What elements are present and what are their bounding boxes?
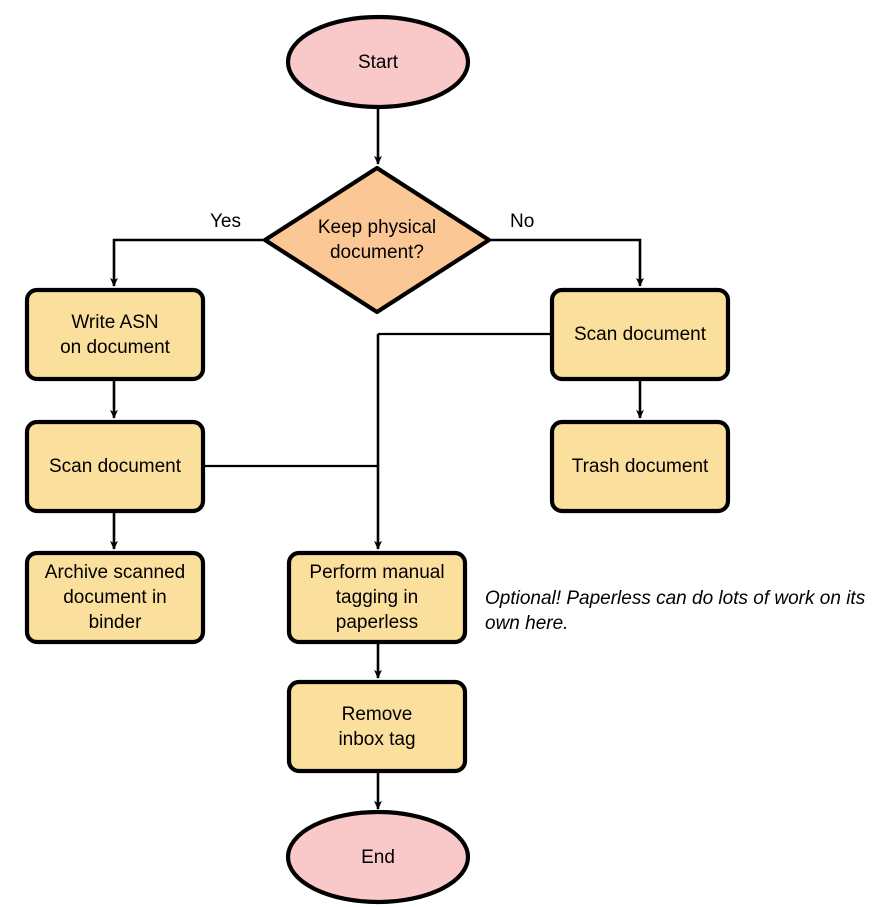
- node-trash-document[interactable]: [549, 419, 731, 514]
- edge-label-yes: Yes: [210, 211, 241, 232]
- node-start[interactable]: [285, 14, 471, 110]
- connectors: [110, 107, 644, 810]
- node-scan-document-right[interactable]: [549, 287, 731, 382]
- node-end[interactable]: [285, 809, 471, 905]
- node-archive-scanned-document-in-binder[interactable]: [24, 550, 206, 645]
- edge-label-no: No: [510, 211, 535, 232]
- node-write-asn-on-document[interactable]: [24, 287, 206, 382]
- node-keep-physical-document[interactable]: [262, 165, 492, 315]
- node-perform-manual-tagging-in-paperless[interactable]: [286, 550, 468, 645]
- node-remove-inbox-tag[interactable]: [286, 679, 468, 774]
- edge-decision-no: [489, 238, 644, 287]
- nodes: [24, 14, 731, 905]
- node-scan-document-left[interactable]: [24, 419, 206, 514]
- annotation-optional-note: Optional! Paperless can do lots of work …: [485, 588, 866, 634]
- edge-decision-yes: [110, 238, 265, 287]
